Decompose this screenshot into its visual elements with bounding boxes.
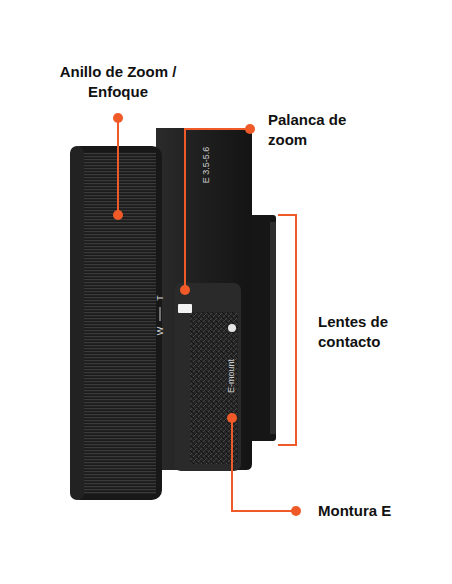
lens-marking: E-mount [226,359,236,393]
part-label: Lentes de contacto [318,312,418,352]
zoom-mark: T [155,295,165,301]
lens-marking: E 3.5-5.6 [201,147,211,184]
part-label: Palanca de zoom [268,110,363,150]
zoom-mark: W [155,327,165,336]
part-label: Anillo de Zoom / Enfoque [58,62,178,102]
part-label: Montura E [318,501,438,521]
